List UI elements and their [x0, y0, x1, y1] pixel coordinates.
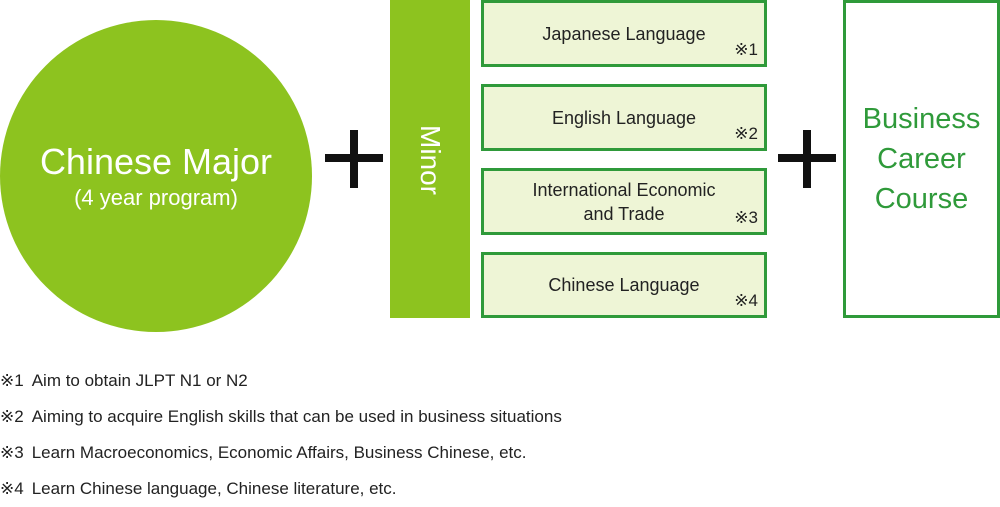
footnote-mark: ※2	[0, 407, 24, 426]
career-label: Business Career Course	[862, 103, 981, 215]
minor-option-chinese: Chinese Language ※4	[481, 252, 767, 318]
footnote-text: Aim to obtain JLPT N1 or N2	[31, 371, 248, 390]
minor-bar: Minor	[390, 0, 470, 318]
minor-label: Minor	[415, 124, 446, 196]
footnote-text: Learn Macroeconomics, Economic Affairs, …	[31, 443, 527, 462]
minor-option-note: ※2	[734, 124, 758, 143]
footnote: ※2 Aiming to acquire English skills that …	[0, 399, 562, 435]
footnote: ※3 Learn Macroeconomics, Economic Affairs…	[0, 435, 562, 471]
footnote: ※4 Learn Chinese language, Chinese litera…	[0, 471, 562, 507]
minor-option-note: ※4	[734, 291, 758, 310]
footnote-mark: ※4	[0, 479, 24, 498]
major-subtitle: (4 year program)	[74, 185, 238, 210]
minor-option-label: Chinese Language	[548, 275, 700, 295]
footnote-mark: ※3	[0, 443, 24, 462]
minor-option-international-economic: International Economic and Trade ※3	[481, 168, 767, 235]
minor-option-note: ※1	[734, 40, 758, 59]
business-career-course-box: Business Career Course	[843, 0, 1000, 318]
plus-icon	[325, 130, 383, 188]
plus-icon	[778, 130, 836, 188]
minor-option-label: Japanese Language	[542, 23, 706, 44]
minor-option-label: English Language	[551, 107, 697, 128]
footnote-text: Learn Chinese language, Chinese literatu…	[31, 479, 397, 498]
footnote-mark: ※1	[0, 371, 24, 390]
minor-option-japanese: Japanese Language ※1	[481, 0, 767, 67]
chinese-major-circle: Chinese Major (4 year program)	[0, 20, 312, 332]
minor-option-note: ※3	[734, 208, 758, 227]
minor-option-label: International Economic and Trade	[532, 179, 716, 224]
footnote-text: Aiming to acquire English skills that ca…	[31, 407, 562, 426]
footnotes: ※1 Aim to obtain JLPT N1 or N2 ※2 Aiming t…	[0, 363, 562, 507]
minor-option-english: English Language ※2	[481, 84, 767, 151]
major-title: Chinese Major	[39, 141, 273, 182]
footnote: ※1 Aim to obtain JLPT N1 or N2	[0, 363, 562, 399]
